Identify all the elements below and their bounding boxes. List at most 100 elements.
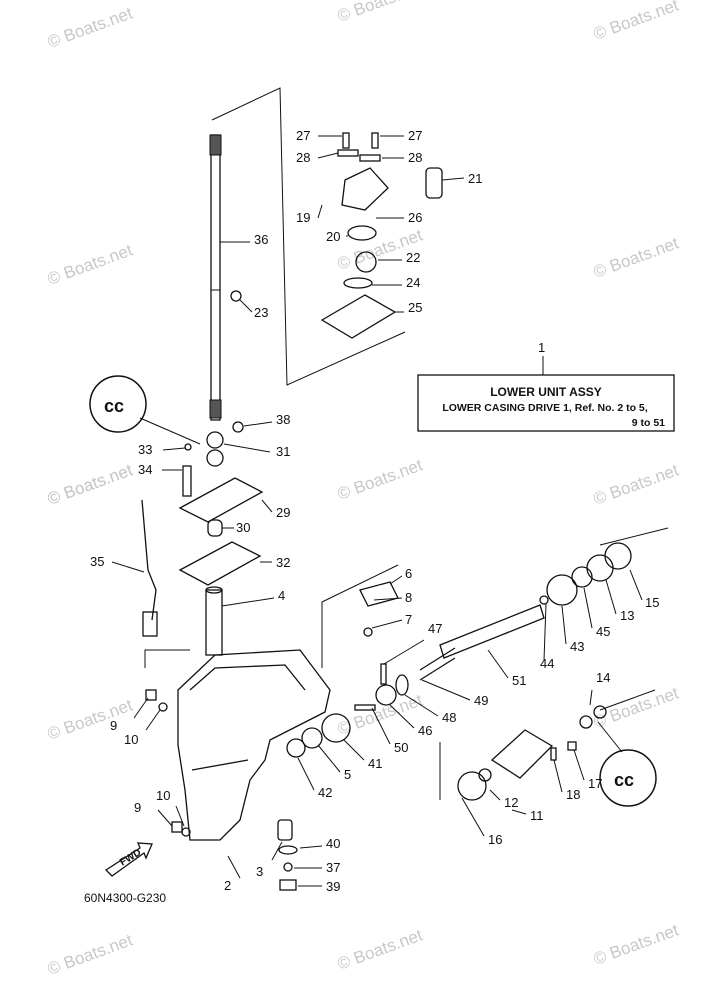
callout-number: 40 [326,836,340,851]
callout-number: 28 [296,150,310,165]
callout-leader [629,569,643,601]
callout-number: 10 [156,788,170,803]
callout-number: 39 [326,879,340,894]
title-box-line1: LOWER UNIT ASSY [490,385,602,399]
callout-number: 32 [276,555,290,570]
callout-number: 48 [442,710,456,725]
callout-number: 35 [90,554,104,569]
callout-number: 34 [138,462,152,477]
callout-number: 25 [408,300,422,315]
callout-leader [373,597,403,601]
callout-leader [271,841,283,861]
callout-number: 44 [540,656,554,671]
callout-number: 14 [596,670,610,685]
callout-number: 7 [405,612,412,627]
callout-number: 8 [405,590,412,605]
callout-number: 28 [408,150,422,165]
callout-leader [441,177,465,181]
callout-leader [317,204,323,219]
callout-leader [383,639,425,665]
watermark-text: © Boats.net [335,455,425,503]
callout-leader [583,587,593,629]
callout-leader [605,579,617,615]
callout-number: 49 [474,693,488,708]
callout-leader [421,679,471,701]
callout-leader [343,739,365,761]
callout-number: 38 [276,412,290,427]
callout-number: 36 [254,232,268,247]
watermark-text: © Boats.net [45,460,135,508]
watermark-text: © Boats.net [45,3,135,51]
cc-icon-bottom: cc [597,721,657,807]
frame-lines [144,87,669,800]
callout-leader [297,757,315,791]
callout-leader [157,809,173,827]
callout-number: 18 [566,787,580,802]
watermark-text: © Boats.net [591,233,681,281]
diagram-code: 60N4300-G230 [84,891,166,905]
callout-leader [223,443,271,453]
callout-number: 9 [110,718,117,733]
water-pump-group [230,132,443,433]
callout-number: 42 [318,785,332,800]
callout-number: 37 [326,860,340,875]
callout-leader [573,749,585,781]
callout-leader [111,561,145,573]
callout-leader [371,707,391,745]
watermark-layer: © Boats.net © Boats.net © Boats.net © Boats… [45,0,681,979]
watermark-text: © Boats.net [591,920,681,968]
callout-number: 2 [224,878,231,893]
callout-leader [175,805,185,827]
title-box: 1 LOWER UNIT ASSY LOWER CASING DRIVE 1, … [417,340,675,432]
callout-number: 51 [512,673,526,688]
callout-leader [239,299,253,313]
callout-number: 19 [296,210,310,225]
callout-number: 47 [428,621,442,636]
callout-number: 11 [530,808,544,823]
callout-leader [227,855,241,879]
callout-number: 13 [620,608,634,623]
callout-number: 23 [254,305,268,320]
watermark-text: © Boats.net [591,460,681,508]
title-box-line2: LOWER CASING DRIVE 1, Ref. No. 2 to 5, [442,402,647,414]
callout-number: 5 [344,767,351,782]
callout-number: 31 [276,444,290,459]
cc-icon-text-top: cc [104,396,124,416]
callout-number: 41 [368,756,382,771]
callout-number: 45 [596,624,610,639]
callout-leader [553,759,563,793]
callout-number: 26 [408,210,422,225]
callout-number: 43 [570,639,584,654]
title-box-line3: 9 to 51 [632,417,665,429]
callout-number: 20 [326,229,340,244]
callout-number: 30 [236,520,250,535]
callout-number: 6 [405,566,412,581]
callout-leader [299,845,323,849]
callout-leader [589,689,593,706]
callout-leader [261,499,273,513]
watermark-text: © Boats.net [591,0,681,44]
drive-shaft [209,134,222,421]
callout-leader [221,597,275,607]
callout-number: 3 [256,864,263,879]
callout-leader [543,603,547,661]
callout-number: 50 [394,740,408,755]
callout-leader [389,575,403,585]
callout-leader [561,605,567,645]
callout-number: 4 [278,588,285,603]
callout-number: 9 [134,800,141,815]
callout-number: 22 [406,250,420,265]
callout-number: 46 [418,723,432,738]
callout-number: 15 [645,595,659,610]
watermark-text: © Boats.net [335,925,425,973]
callout-leader [317,152,339,159]
callout-number: 29 [276,505,290,520]
watermark-text: © Boats.net [335,690,425,738]
upper-housing-group [178,431,264,656]
prop-shaft-group [286,542,632,801]
watermark-text: © Boats.net [45,695,135,743]
callout-leader [489,789,501,801]
